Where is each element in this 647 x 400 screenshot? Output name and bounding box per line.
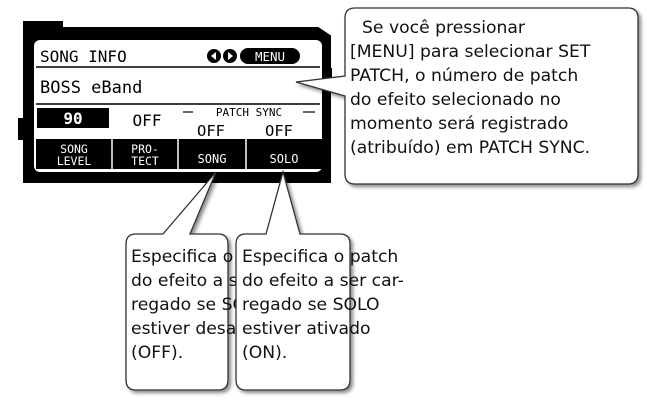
- callout-menu: Se você pressionar [MENU] para seleciona…: [295, 7, 639, 185]
- song-name: BOSS eBand: [40, 78, 142, 98]
- lcd-left-nub: [18, 118, 26, 140]
- tab-protect-line1[interactable]: PRO-: [131, 142, 159, 156]
- callout-solo-off-bubble: [125, 171, 229, 391]
- callout-solo-on-text: Especifica o patch do efeito a ser car- …: [242, 247, 409, 363]
- tab-song[interactable]: SONG: [198, 152, 227, 166]
- tab-protect-line2[interactable]: TECT: [131, 154, 159, 168]
- tab-bar: [36, 139, 322, 169]
- patch-sync-label: PATCH SYNC: [216, 106, 282, 119]
- tab-song-level-line1[interactable]: SONG: [60, 142, 88, 156]
- menu-button-label: MENU: [255, 49, 285, 64]
- level-value-highlight: [37, 108, 109, 128]
- callout-solo-on: Especifica o patch do efeito a ser car- …: [235, 169, 409, 391]
- callout-menu-bubble: [295, 7, 639, 185]
- callout-menu-text: Se você pressionar [MENU] para seleciona…: [350, 18, 596, 158]
- tab-song-level-line2[interactable]: LEVEL: [57, 154, 92, 168]
- level-value: 90: [63, 109, 82, 128]
- cursor-right-arrow: [228, 52, 233, 60]
- menu-button-icon[interactable]: [240, 48, 300, 64]
- cursor-left-arrow: [211, 52, 216, 60]
- tab-solo[interactable]: SOLO: [270, 152, 299, 166]
- solo-patch-value: OFF: [265, 122, 293, 140]
- protect-value: OFF: [133, 111, 162, 130]
- callout-solo-on-bubble: [235, 169, 351, 391]
- lcd-device: SONG INFO MENU BOSS eBand 90 OFF PATCH S…: [18, 21, 332, 183]
- lcd-title: SONG INFO: [40, 47, 127, 66]
- song-patch-value: OFF: [197, 122, 225, 140]
